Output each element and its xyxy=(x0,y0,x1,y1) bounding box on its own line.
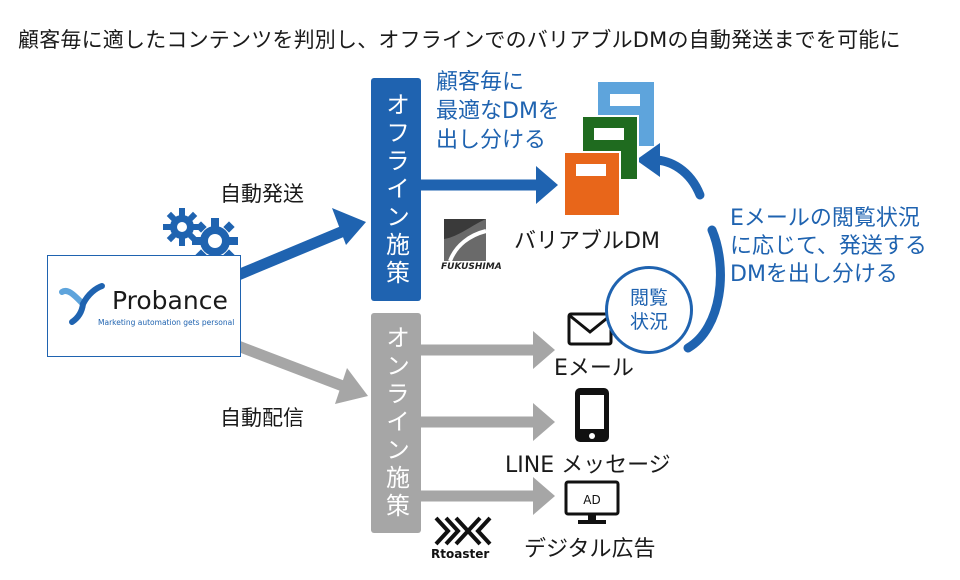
arrow-to-line xyxy=(421,403,555,441)
probance-logo-name: Probance xyxy=(112,286,228,315)
dm-booklets-icon xyxy=(563,82,654,217)
variable-dm-label: バリアブルDM xyxy=(514,229,660,254)
monitor-ad-icon: AD xyxy=(564,480,620,524)
feedback-arrow xyxy=(636,143,725,353)
arrow-to-dm xyxy=(421,166,558,204)
probance-logo-icon xyxy=(59,283,105,325)
browsing-status-circle: 閲覧 状況 xyxy=(605,266,693,354)
ad-screen-text: AD xyxy=(583,493,600,507)
online-measures-bar: オンライン施策 xyxy=(371,313,421,533)
browsing-note: Eメールの閲覧状況 に応じて、発送する DMを出し分ける xyxy=(730,206,927,287)
digital-ad-label: デジタル広告 xyxy=(524,537,656,562)
page-title: 顧客毎に適したコンテンツを判別し、オフラインでのバリアブルDMの自動発送までを可… xyxy=(18,28,901,52)
online-measures-label: オンライン施策 xyxy=(381,325,410,521)
fukushima-logo-icon xyxy=(444,219,486,261)
arrow-to-ad xyxy=(421,477,555,515)
rtoaster-logo-icon xyxy=(434,516,492,546)
offline-measures-bar: オフライン施策 xyxy=(371,78,421,301)
offline-measures-label: オフライン施策 xyxy=(381,91,410,288)
rtoaster-logo-text: Rtoaster xyxy=(431,547,490,561)
booklet-light-blue xyxy=(598,82,654,146)
line-message-label: LINE メッセージ xyxy=(505,453,671,478)
arrow-to-online xyxy=(236,340,368,404)
offline-note: 顧客毎に 最適なDMを 出し分ける xyxy=(436,70,560,153)
gears-icon xyxy=(163,208,238,264)
probance-logo-tagline: Marketing automation gets personal xyxy=(98,318,235,327)
arrow-to-offline xyxy=(235,208,366,281)
probance-logo-box: Probance Marketing automation gets perso… xyxy=(47,255,241,357)
arrow-to-email xyxy=(421,331,555,369)
online-channel-label: 自動配信 xyxy=(220,406,304,430)
offline-channel-label: 自動発送 xyxy=(220,182,304,206)
fukushima-logo-text: FUKUSHIMA xyxy=(441,262,502,272)
booklet-orange xyxy=(563,151,621,217)
email-label: Eメール xyxy=(554,356,634,381)
smartphone-icon xyxy=(575,388,609,442)
